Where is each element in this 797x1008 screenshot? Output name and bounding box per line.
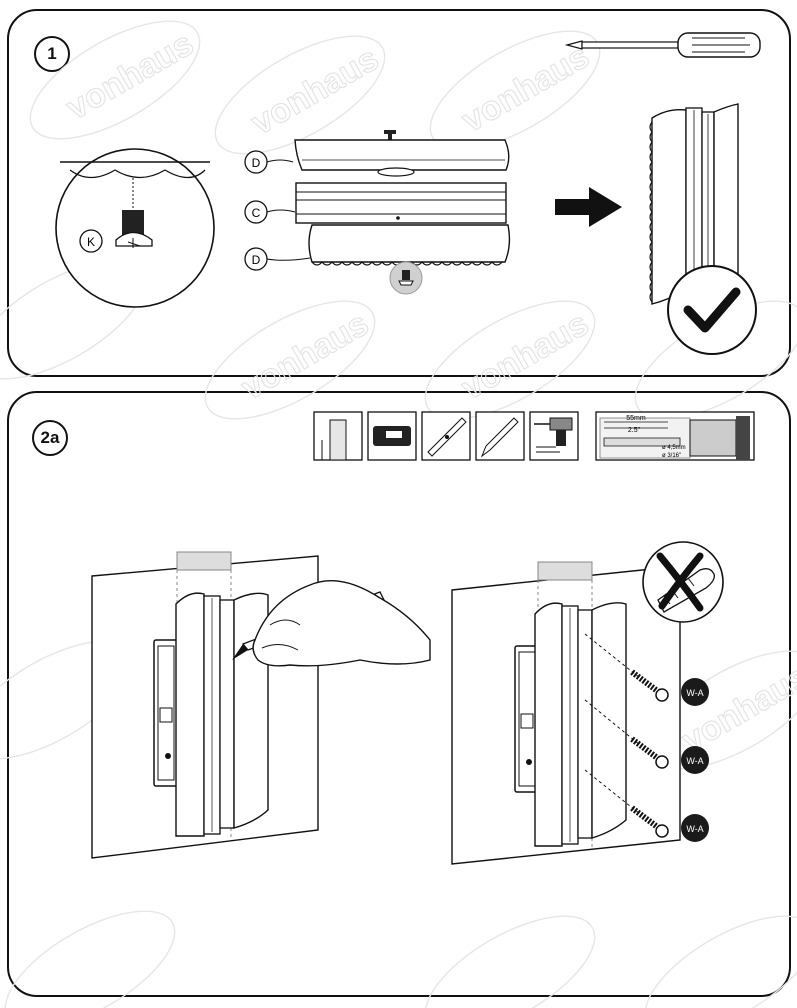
drill-icon [529, 411, 579, 461]
assembled-profile [649, 103, 739, 305]
step-1-panel [7, 9, 791, 377]
drill-depth-diagram: 55mm 2.5" ø 4,5mm ø 3/16" [595, 411, 755, 461]
label-d-bottom: D [252, 253, 261, 267]
watermark-text: vonhaus [245, 40, 385, 143]
label-k-circle [79, 229, 103, 253]
label-k: K [87, 235, 95, 249]
pencil-icon [475, 411, 525, 461]
watermark-text: vonhaus [455, 305, 595, 408]
exploded-profile-parts [294, 130, 511, 295]
no-wall-plug-icon [642, 541, 724, 623]
drill-diameter-in: ø 3/16" [662, 453, 681, 459]
step-2a-badge: 2a [32, 420, 68, 456]
label-c: C [252, 206, 261, 220]
screw-icon [630, 669, 669, 702]
watermark-text: vonhaus [60, 25, 200, 128]
screw-detail-zoom [55, 148, 215, 308]
wall-screwing-illustration: W-A W-A W-A [451, 541, 724, 865]
lock-box-icon [367, 411, 417, 461]
spirit-level-icon [421, 411, 471, 461]
screwdriver-icon [564, 32, 761, 58]
watermark-text: vonhaus [235, 305, 375, 408]
screw-label: W-A [686, 688, 703, 698]
checkmark-icon [683, 287, 741, 333]
screw-label: W-A [686, 824, 703, 834]
watermark-text: vonhaus [456, 37, 596, 140]
screw-icon [630, 805, 669, 838]
screw-label-badge [681, 678, 709, 706]
drill-depth-mm: 55mm [626, 415, 646, 422]
step-2a-panel [7, 391, 791, 997]
drill-diameter-mm: ø 4,5mm [662, 445, 686, 451]
drill-depth-in: 2.5" [628, 427, 641, 434]
screw-label-badge [681, 814, 709, 842]
screw-label: W-A [686, 756, 703, 766]
arrow-right-icon [555, 187, 622, 227]
watermark-text: vonhaus [676, 657, 797, 760]
wall-marking-illustration [91, 551, 431, 859]
label-d-top: D [252, 156, 261, 170]
door-frame-icon [313, 411, 363, 461]
checkmark-badge [667, 265, 757, 355]
screw-icon [630, 736, 669, 769]
screw-label-badge [681, 746, 709, 774]
tool-icons-row: 55mm 2.5" ø 4,5mm ø 3/16" [313, 411, 755, 461]
